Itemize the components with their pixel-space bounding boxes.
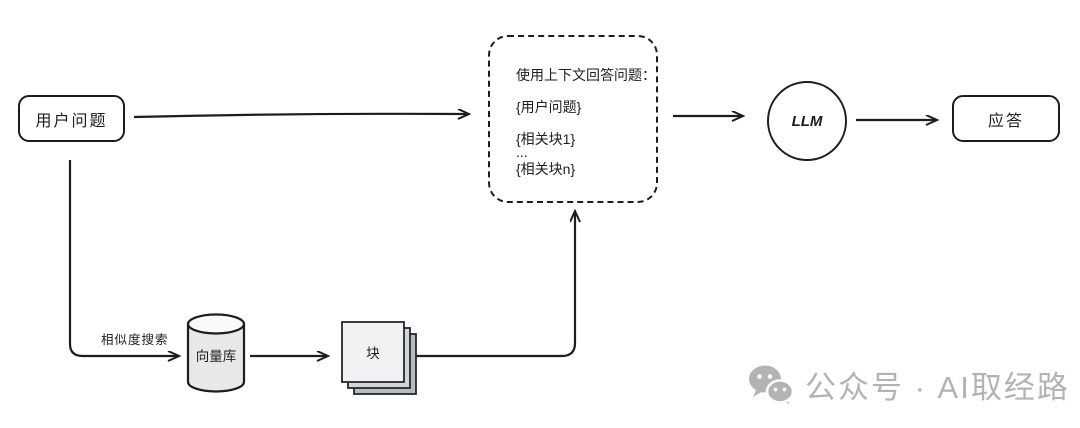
chunks-label: 块 bbox=[366, 346, 380, 361]
response-label: 应答 bbox=[987, 112, 1024, 130]
llm-node: LLM bbox=[767, 81, 847, 161]
llm-label: LLM bbox=[791, 112, 823, 130]
prompt-line-user-question: {用户问题} bbox=[516, 99, 582, 115]
prompt-line-chunk-n: {相关块n} bbox=[516, 161, 576, 177]
vector-db-label: 向量库 bbox=[195, 349, 237, 364]
wechat-icon bbox=[749, 365, 794, 404]
user-question-label: 用户问题 bbox=[35, 112, 108, 130]
vector-db-cylinder bbox=[186, 313, 246, 393]
similarity-search-edge-label: 相似度搜索 bbox=[101, 333, 169, 347]
response-node: 应答 bbox=[952, 95, 1060, 142]
user-question-node: 用户问题 bbox=[18, 95, 125, 142]
arrow-user-question-to-prompt bbox=[133, 114, 468, 117]
watermark: 公众号 · AI取经路 bbox=[748, 362, 1070, 407]
prompt-line-instruction: 使用上下文回答问题： bbox=[516, 67, 656, 83]
watermark-text: 公众号 · AI取经路 bbox=[805, 370, 1070, 405]
prompt-line-ellipsis: ... bbox=[516, 144, 528, 160]
arrow-chunks-to-prompt bbox=[410, 212, 575, 358]
prompt-line-chunk-1: {相关块1} bbox=[516, 131, 576, 147]
arrow-user-question-to-vector-db bbox=[68, 160, 178, 356]
chunks-stack bbox=[341, 321, 417, 395]
prompt-template-node: 使用上下文回答问题： {用户问题} {相关块1} ... {相关块n} bbox=[488, 35, 658, 203]
